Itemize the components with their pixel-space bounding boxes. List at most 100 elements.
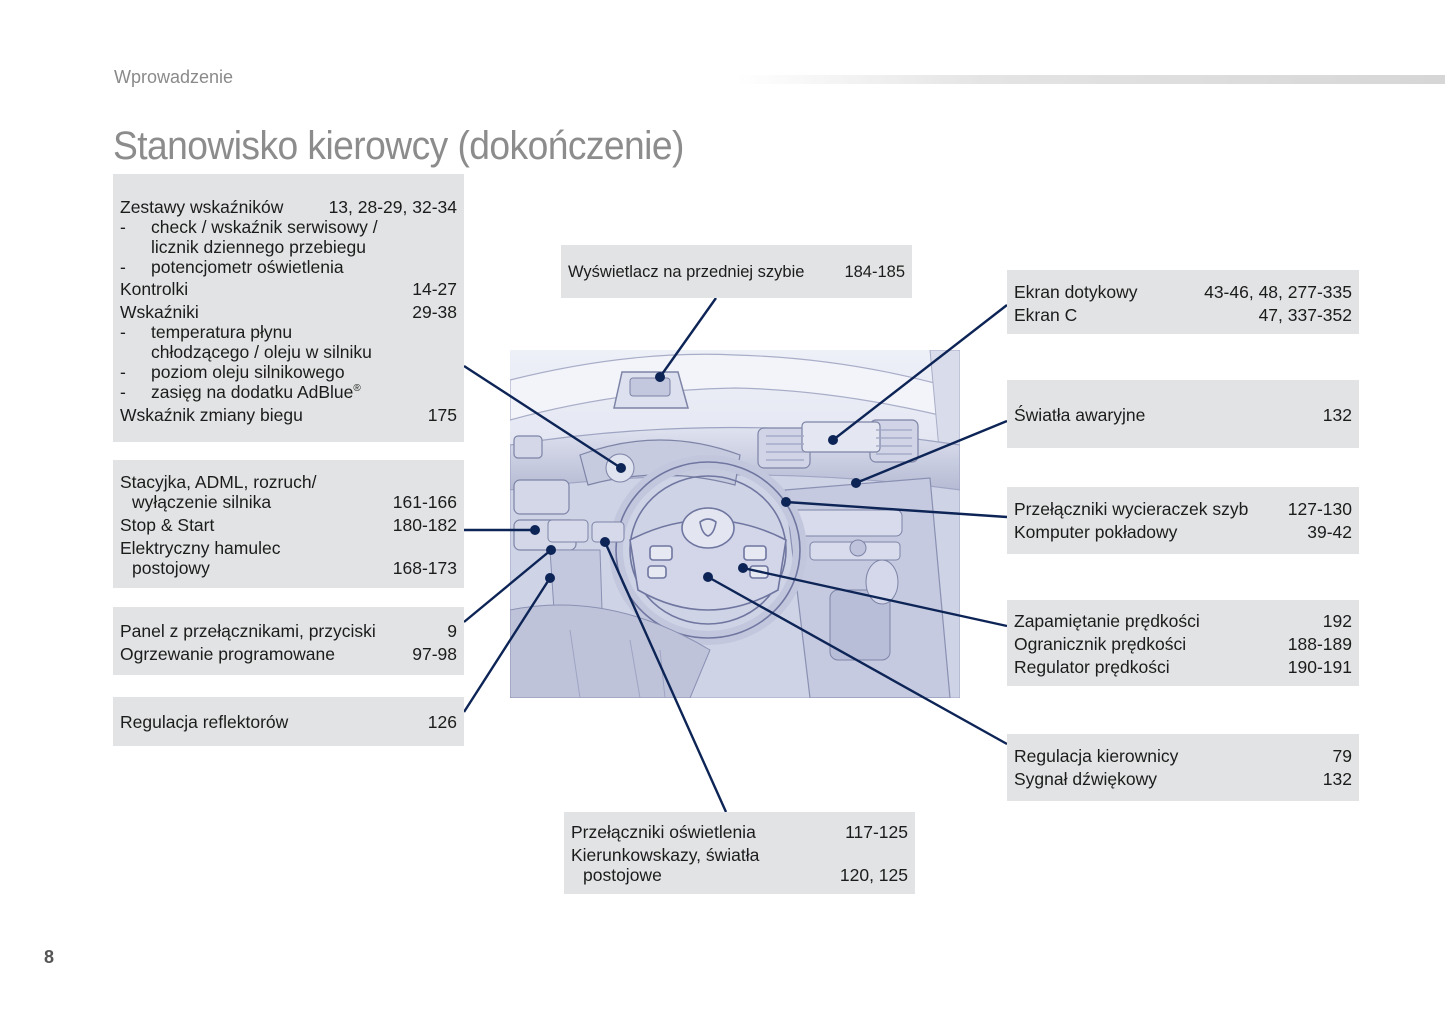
warning-lamps-row: Kontrolki 14-27	[120, 279, 457, 299]
sub-item-adblue: - zasięg na dodatku AdBlue®	[120, 382, 361, 402]
gear-indicator-pages: 175	[427, 405, 457, 425]
lighting-switch-row: Przełączniki oświetlenia 117-125	[571, 822, 908, 842]
screen-c-pages: 47, 337-352	[1258, 305, 1352, 325]
instrument-cluster-row: Zestawy wskaźników 13, 28-29, 32-34	[120, 197, 457, 217]
parking-brake-line1: Elektryczny hamulec	[120, 538, 281, 558]
sub-item-dimmer-text: potencjometr oświetlenia	[151, 257, 344, 277]
ignition-line1: Stacyjka, ADML, rozruch/	[120, 472, 317, 492]
wipers-box: Przełączniki wycieraczek szyb 127-130 Ko…	[1007, 487, 1359, 554]
sub-item-oil-level-text: poziom oleju silnikowego	[151, 362, 345, 382]
cruise-control-label: Regulator prędkości	[1014, 657, 1170, 677]
ignition-box: Stacyjka, ADML, rozruch/ wyłączenie siln…	[113, 460, 464, 588]
trip-computer-label: Komputer pokładowy	[1014, 522, 1178, 542]
hud-pages: 184-185	[844, 263, 905, 281]
section-label: Wprowadzenie	[114, 67, 234, 87]
sub-item-temperature-line1: temperatura płynu	[151, 322, 293, 342]
hazard-box: Światła awaryjne 132	[1007, 380, 1359, 448]
indicators-label: Wskaźniki	[120, 302, 199, 322]
touchscreen-box: Ekran dotykowy 43-46, 48, 277-335 Ekran …	[1007, 270, 1359, 334]
sub-item-service: - check / wskaźnik serwisowy /licznik dz…	[120, 217, 378, 257]
hazard-row: Światła awaryjne 132	[1014, 405, 1352, 425]
speed-limiter-row: Ogranicznik prędkości 188-189	[1014, 634, 1352, 654]
switch-panel-pages: 9	[447, 621, 457, 641]
hazard-label: Światła awaryjne	[1014, 405, 1146, 425]
hud-label: Wyświetlacz na przedniej szybie	[568, 263, 805, 281]
switch-panel-box: Panel z przełącznikami, przyciski 9 Ogrz…	[113, 607, 464, 675]
instrument-cluster-label: Zestawy wskaźników	[120, 197, 284, 217]
page-number: 8	[44, 947, 55, 967]
horn-label: Sygnał dźwiękowy	[1014, 769, 1157, 789]
ignition-engine-label: wyłączenie silnika	[132, 492, 272, 512]
screen-c-label: Ekran C	[1014, 305, 1078, 325]
parking-brake-pages: 168-173	[392, 558, 457, 578]
indicators-row: Wskaźniki 29-38	[120, 302, 457, 322]
headlamp-label: Regulacja reflektorów	[120, 712, 289, 732]
hud-box: Wyświetlacz na przedniej szybie 184-185	[561, 245, 912, 298]
speed-limiter-pages: 188-189	[1287, 634, 1352, 654]
steering-box: Regulacja kierownicy 79 Sygnał dźwiękowy…	[1007, 734, 1359, 801]
wipers-pages: 127-130	[1287, 499, 1352, 519]
warning-lamps-pages: 14-27	[412, 279, 457, 299]
horn-row: Sygnał dźwiękowy 132	[1014, 769, 1352, 789]
headlamp-box: Regulacja reflektorów 126	[113, 697, 464, 746]
sub-item-adblue-text: zasięg na dodatku AdBlue	[151, 382, 354, 402]
steering-adjust-label: Regulacja kierownicy	[1014, 746, 1179, 766]
sub-item-dimmer: - potencjometr oświetlenia	[120, 257, 457, 277]
sub-item-service-line2: licznik dziennego przebiegu	[151, 237, 366, 257]
indicators-sidelamps-label: postojowe	[583, 865, 662, 885]
trip-computer-pages: 39-42	[1307, 522, 1352, 542]
indicators-sidelamps-row: postojowe 120, 125	[571, 865, 908, 885]
switch-panel-row: Panel z przełącznikami, przyciski 9	[120, 621, 457, 641]
switch-panel-label: Panel z przełącznikami, przyciski	[120, 621, 376, 641]
registered-mark: ®	[353, 383, 361, 395]
indicators-pages: 29-38	[412, 302, 457, 322]
headlamp-row: Regulacja reflektorów 126	[120, 712, 457, 732]
stop-start-label: Stop & Start	[120, 515, 215, 535]
gear-indicator-label: Wskaźnik zmiany biegu	[120, 405, 303, 425]
wipers-label: Przełączniki wycieraczek szyb	[1014, 499, 1249, 519]
warning-lamps-label: Kontrolki	[120, 279, 189, 299]
stop-start-pages: 180-182	[392, 515, 457, 535]
instrument-cluster-box: Zestawy wskaźników 13, 28-29, 32-34 - ch…	[113, 174, 464, 442]
hud-row: Wyświetlacz na przedniej szybie 184-185	[568, 262, 905, 282]
ignition-engine-row: wyłączenie silnika 161-166	[120, 492, 457, 512]
steering-adjust-row: Regulacja kierownicy 79	[1014, 746, 1352, 766]
programmed-heating-label: Ogrzewanie programowane	[120, 644, 335, 664]
instrument-cluster-pages: 13, 28-29, 32-34	[328, 197, 457, 217]
sub-item-oil-level: - poziom oleju silnikowego	[120, 362, 457, 382]
parking-brake-label: postojowy	[132, 558, 210, 578]
speed-memory-label: Zapamiętanie prędkości	[1014, 611, 1200, 631]
ignition-engine-pages: 161-166	[392, 492, 457, 512]
touchscreen-label: Ekran dotykowy	[1014, 282, 1138, 302]
trip-computer-row: Komputer pokładowy 39-42	[1014, 522, 1352, 542]
page-title: Stanowisko kierowcy (dokończenie)	[113, 124, 684, 168]
cruise-control-row: Regulator prędkości 190-191	[1014, 657, 1352, 677]
gear-indicator-row: Wskaźnik zmiany biegu 175	[120, 405, 457, 425]
programmed-heating-pages: 97-98	[412, 644, 457, 664]
horn-pages: 132	[1322, 769, 1352, 789]
headlamp-pages: 126	[427, 712, 457, 732]
lighting-switch-label: Przełączniki oświetlenia	[571, 822, 756, 842]
sub-item-temperature-line2: chłodzącego / oleju w silniku	[151, 342, 372, 362]
parking-brake-row: postojowy 168-173	[120, 558, 457, 578]
lighting-switch-pages: 117-125	[845, 822, 908, 842]
cockpit-illustration	[510, 350, 960, 698]
touchscreen-pages: 43-46, 48, 277-335	[1204, 282, 1352, 302]
speed-memory-pages: 192	[1322, 611, 1352, 631]
speed-memory-row: Zapamiętanie prędkości 192	[1014, 611, 1352, 631]
programmed-heating-row: Ogrzewanie programowane 97-98	[120, 644, 457, 664]
stop-start-row: Stop & Start 180-182	[120, 515, 457, 535]
header-decorative-bar	[735, 75, 1445, 84]
sub-item-service-line1: check / wskaźnik serwisowy /	[151, 217, 378, 237]
screen-c-row: Ekran C 47, 337-352	[1014, 305, 1352, 325]
cruise-control-pages: 190-191	[1287, 657, 1352, 677]
speed-box: Zapamiętanie prędkości 192 Ogranicznik p…	[1007, 600, 1359, 686]
indicators-line1: Kierunkowskazy, światła	[571, 845, 760, 865]
steering-adjust-pages: 79	[1332, 746, 1352, 766]
touchscreen-row: Ekran dotykowy 43-46, 48, 277-335	[1014, 282, 1352, 302]
wipers-row: Przełączniki wycieraczek szyb 127-130	[1014, 499, 1352, 519]
lighting-box: Przełączniki oświetlenia 117-125 Kierunk…	[564, 812, 915, 894]
hazard-pages: 132	[1322, 405, 1352, 425]
speed-limiter-label: Ogranicznik prędkości	[1014, 634, 1187, 654]
